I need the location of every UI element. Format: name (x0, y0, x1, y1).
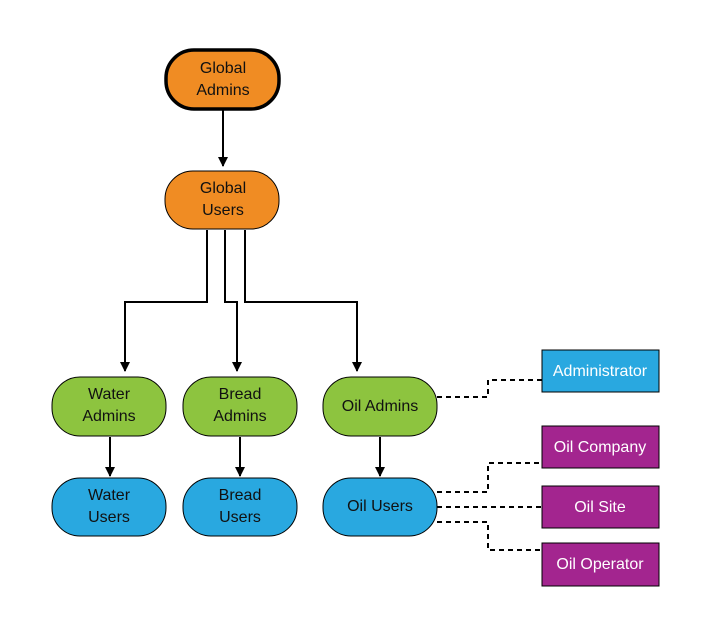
node-water-users-line2: Users (88, 509, 130, 526)
role-administrator: Administrator (541, 349, 660, 393)
node-global-users: Global Users (164, 170, 280, 230)
node-bread-users-line2: Users (219, 509, 261, 526)
node-water-users: Water Users (51, 477, 167, 537)
node-oil-users-label: Oil Users (347, 498, 413, 515)
link-oil-admins-administrator (437, 379, 542, 398)
node-bread-admins-line1: Bread (219, 386, 262, 403)
edge-global-users-to-oil-admins (244, 230, 362, 372)
role-oil-operator: Oil Operator (541, 542, 660, 587)
node-global-users-line1: Global (200, 180, 246, 197)
node-water-admins-line2: Admins (82, 408, 135, 425)
role-oil-site-label: Oil Site (574, 499, 626, 516)
node-water-admins: Water Admins (51, 376, 167, 437)
role-administrator-shape (541, 349, 660, 393)
edge-global-users-to-water-admins (120, 230, 208, 372)
node-oil-admins-shape (322, 376, 438, 437)
node-oil-admins: Oil Admins (322, 376, 438, 437)
link-oil-users-oil-operator (437, 521, 542, 551)
node-bread-users: Bread Users (182, 477, 298, 537)
node-water-users-shape (51, 477, 167, 537)
role-oil-company: Oil Company (541, 425, 660, 469)
node-oil-users-shape (322, 477, 438, 537)
node-bread-admins: Bread Admins (182, 376, 298, 437)
role-oil-operator-label: Oil Operator (556, 556, 644, 573)
role-oil-site-shape (541, 485, 660, 529)
role-oil-operator-shape (541, 542, 660, 587)
edge-global-users-to-bread-admins (224, 230, 242, 372)
node-bread-users-line1: Bread (219, 487, 262, 504)
node-bread-admins-line2: Admins (213, 408, 266, 425)
node-global-admins: Global Admins (164, 48, 281, 111)
node-oil-users: Oil Users (322, 477, 438, 537)
node-water-admins-shape (51, 376, 167, 437)
role-administrator-label: Administrator (553, 363, 648, 380)
node-bread-users-shape (182, 477, 298, 537)
node-global-admins-line1: Global (200, 60, 246, 77)
node-global-users-line2: Users (202, 202, 244, 219)
node-global-admins-line2: Admins (196, 82, 249, 99)
node-global-users-shape (164, 170, 280, 230)
role-oil-company-shape (541, 425, 660, 469)
role-oil-site: Oil Site (541, 485, 660, 529)
link-oil-users-oil-company (437, 462, 542, 493)
solid-connectors (105, 110, 385, 477)
node-global-admins-shape (164, 48, 281, 111)
node-water-users-line1: Water (88, 487, 131, 504)
role-oil-company-label: Oil Company (554, 439, 646, 456)
node-water-admins-line1: Water (88, 386, 131, 403)
node-bread-admins-shape (182, 376, 298, 437)
dashed-connectors (437, 379, 542, 551)
node-oil-admins-label: Oil Admins (342, 398, 418, 415)
